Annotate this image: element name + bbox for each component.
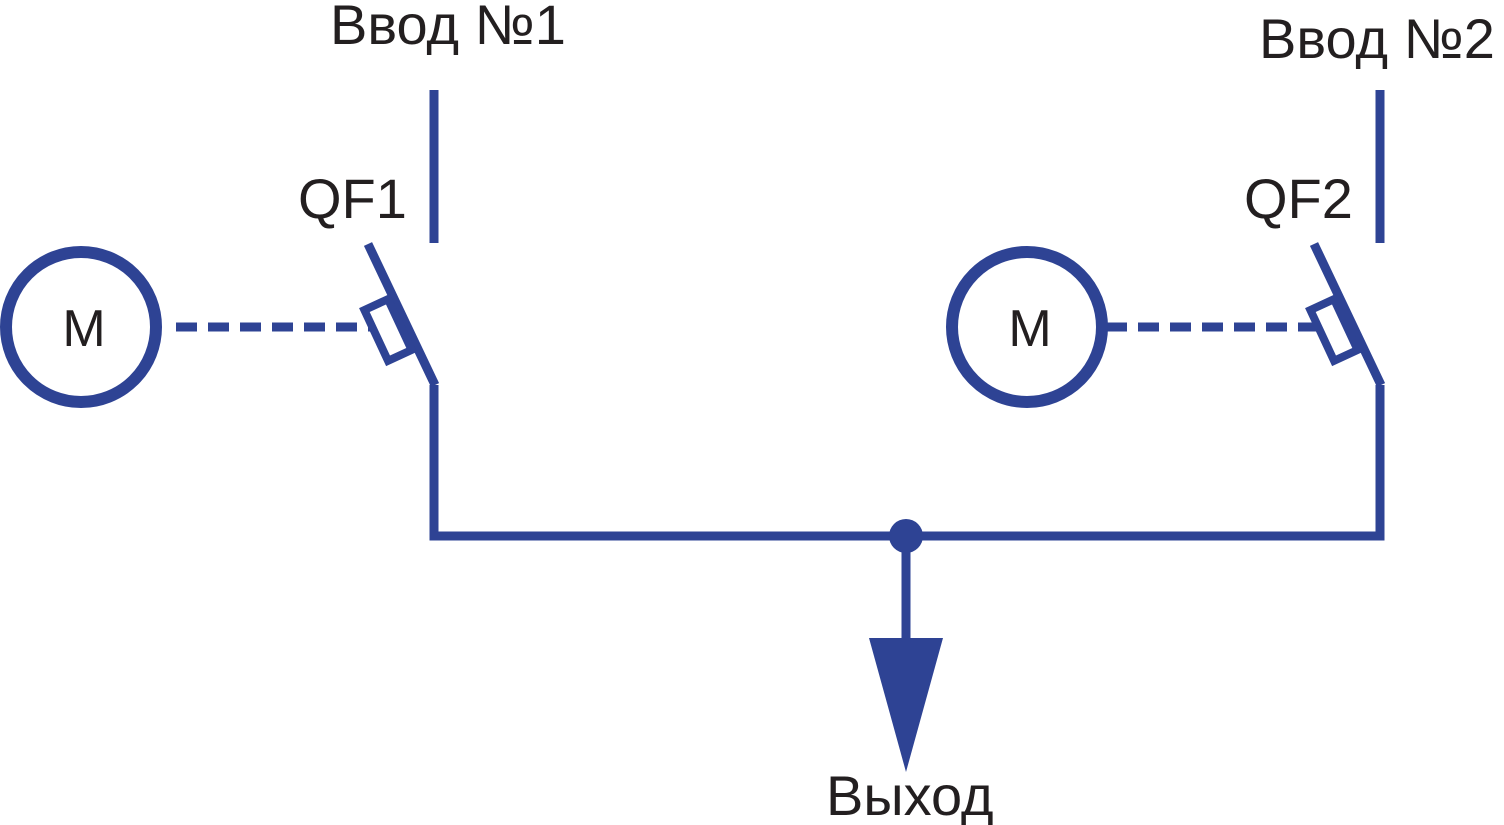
breaker-2-symbol <box>1305 242 1386 387</box>
feeder-2: Ввод №2 QF2 M <box>946 7 1495 408</box>
output-arrow-icon <box>869 638 943 772</box>
bus-and-output: Выход <box>429 385 1385 825</box>
input-2-label: Ввод №2 <box>1259 7 1495 70</box>
motor-1-label: M <box>62 300 105 358</box>
breaker-1-actuator <box>359 293 417 367</box>
breaker-2-contact <box>1309 242 1386 387</box>
output-label: Выход <box>826 764 994 825</box>
motor-2-circle <box>946 246 1108 408</box>
breaker-2-actuator <box>1305 293 1363 367</box>
breaker-1-label: QF1 <box>298 167 407 230</box>
breaker-1-symbol <box>359 242 440 387</box>
common-bus <box>429 385 1385 541</box>
breaker-1-contact <box>363 242 440 387</box>
motor-2: M <box>946 246 1108 408</box>
breaker-2-label: QF2 <box>1244 167 1353 230</box>
motor-1: M <box>0 246 162 408</box>
motor-1-circle <box>0 246 162 408</box>
motor-2-label: M <box>1008 300 1051 358</box>
input-1-label: Ввод №1 <box>330 0 566 56</box>
feeder-1: Ввод №1 QF1 M <box>0 0 566 408</box>
